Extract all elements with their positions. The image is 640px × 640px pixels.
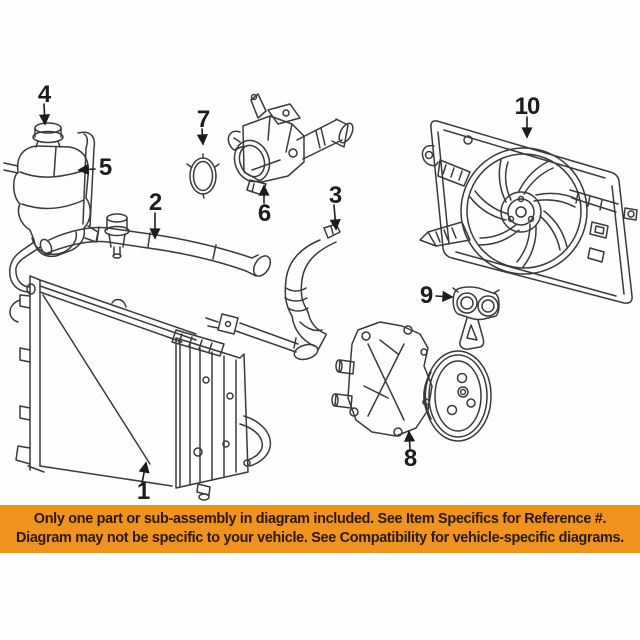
- callout-8-water-pump: 8: [403, 445, 417, 472]
- callout-9-gasket: 9: [419, 282, 433, 309]
- radiator-drawing: [9, 275, 271, 501]
- fan-assembly-drawing: [419, 120, 638, 304]
- callout-6-thermostat-housing: 6: [257, 200, 271, 227]
- disclaimer-line-1: Only one part or sub-assembly in diagram…: [33, 511, 607, 527]
- water-pump-drawing: [331, 321, 492, 442]
- o-ring-seal-drawing: [186, 153, 220, 199]
- disclaimer-banner: Only one part or sub-assembly in diagram…: [0, 505, 640, 553]
- upper-radiator-hose-drawing: [39, 213, 272, 277]
- lower-radiator-hose-drawing: [205, 223, 341, 361]
- water-pump-gasket-drawing: [452, 286, 500, 350]
- callout-4-reservoir-cap: 4: [37, 81, 51, 108]
- callout-5-reservoir: 5: [98, 154, 112, 181]
- callout-7-o-ring: 7: [196, 106, 210, 133]
- callout-arrows: [38, 103, 533, 484]
- callout-1-radiator: 1: [136, 478, 150, 505]
- callout-3-lower-hose: 3: [328, 182, 342, 209]
- disclaimer-line-2: Diagram may not be specific to your vehi…: [16, 530, 624, 546]
- callout-10-fan-assembly: 10: [514, 93, 541, 120]
- thermostat-housing-drawing: [227, 93, 354, 196]
- callout-2-upper-hose: 2: [148, 189, 162, 216]
- coolant-reservoir-drawing: [3, 122, 99, 295]
